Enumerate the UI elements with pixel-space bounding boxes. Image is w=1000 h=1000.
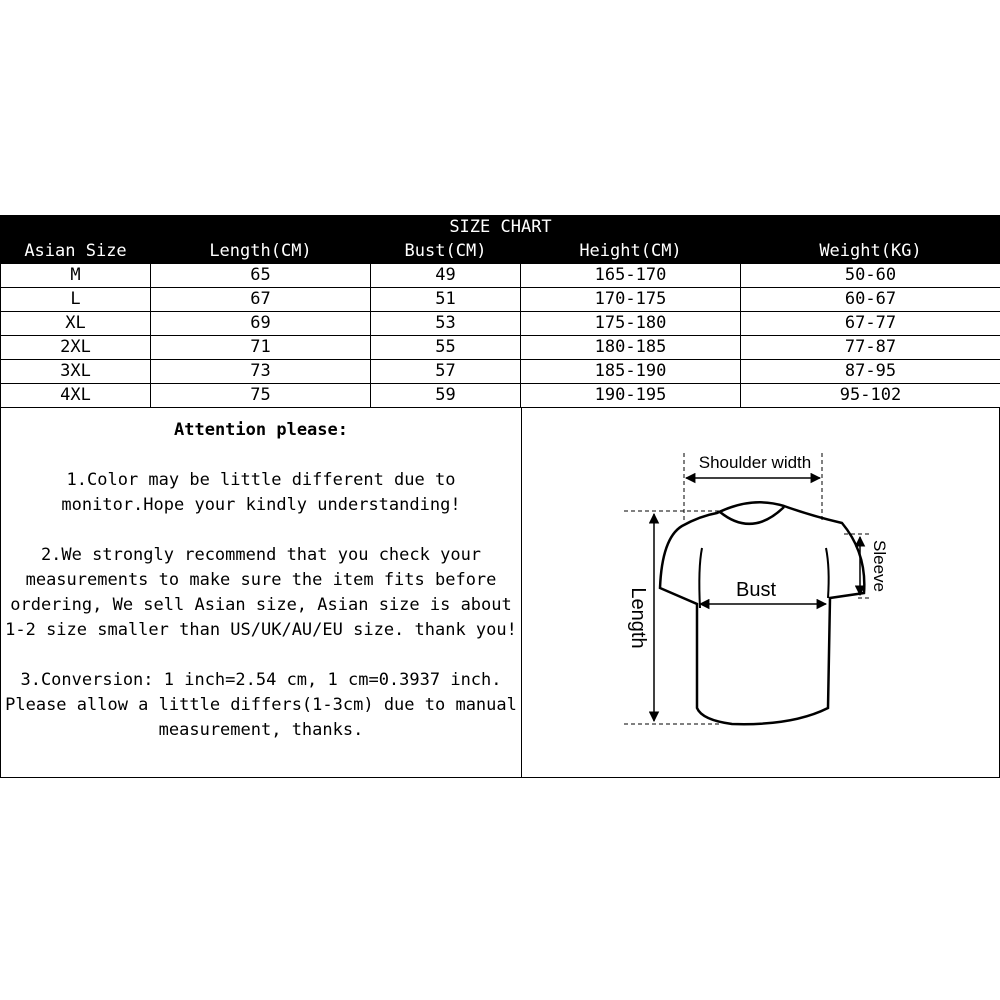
table-cell: L (0, 287, 151, 312)
table-cell: 60-67 (740, 287, 1000, 312)
table-cell: 165-170 (520, 263, 741, 288)
table-cell: 67-77 (740, 311, 1000, 336)
length-label: Length (627, 587, 649, 648)
note-conversion: 3.Conversion: 1 inch=2.54 cm, 1 cm=0.393… (5, 670, 517, 740)
table-cell: 4XL (0, 383, 151, 408)
table-cell: 3XL (0, 359, 151, 384)
table-cell: 69 (150, 311, 371, 336)
table-cell: 51 (370, 287, 521, 312)
table-cell: 67 (150, 287, 371, 312)
column-header: Length(CM) (150, 239, 371, 264)
table-cell: XL (0, 311, 151, 336)
table-cell: 77-87 (740, 335, 1000, 360)
attention-heading: Attention please: (174, 420, 348, 440)
table-cell: 190-195 (520, 383, 741, 408)
table-cell: 55 (370, 335, 521, 360)
table-cell: 49 (370, 263, 521, 288)
table-cell: 50-60 (740, 263, 1000, 288)
table-cell: 53 (370, 311, 521, 336)
bust-label: Bust (736, 579, 776, 601)
table-cell: 87-95 (740, 359, 1000, 384)
table-cell: M (0, 263, 151, 288)
tshirt-icon: Shoulder width Bust Length Sleeve (624, 453, 889, 726)
note-sizing: 2.We strongly recommend that you check y… (5, 545, 517, 640)
table-cell: 95-102 (740, 383, 1000, 408)
table-cell: 59 (370, 383, 521, 408)
table-cell: 57 (370, 359, 521, 384)
column-header: Asian Size (0, 239, 151, 264)
column-header: Weight(KG) (740, 239, 1000, 264)
tshirt-measurement-diagram: Shoulder width Bust Length Sleeve (522, 408, 999, 777)
table-cell: 73 (150, 359, 371, 384)
table-cell: 65 (150, 263, 371, 288)
table-cell: 180-185 (520, 335, 741, 360)
shoulder-width-label: Shoulder width (699, 453, 811, 472)
table-cell: 2XL (0, 335, 151, 360)
column-header: Bust(CM) (370, 239, 521, 264)
table-cell: 175-180 (520, 311, 741, 336)
note-color: 1.Color may be little different due to m… (61, 470, 461, 515)
chart-title: SIZE CHART (0, 215, 1000, 240)
table-cell: 185-190 (520, 359, 741, 384)
attention-notes: Attention please: 1.Color may be little … (1, 408, 522, 777)
column-header: Height(CM) (520, 239, 741, 264)
sleeve-label: Sleeve (870, 540, 889, 592)
table-cell: 75 (150, 383, 371, 408)
info-panel: Attention please: 1.Color may be little … (0, 408, 1000, 778)
table-cell: 170-175 (520, 287, 741, 312)
table-cell: 71 (150, 335, 371, 360)
